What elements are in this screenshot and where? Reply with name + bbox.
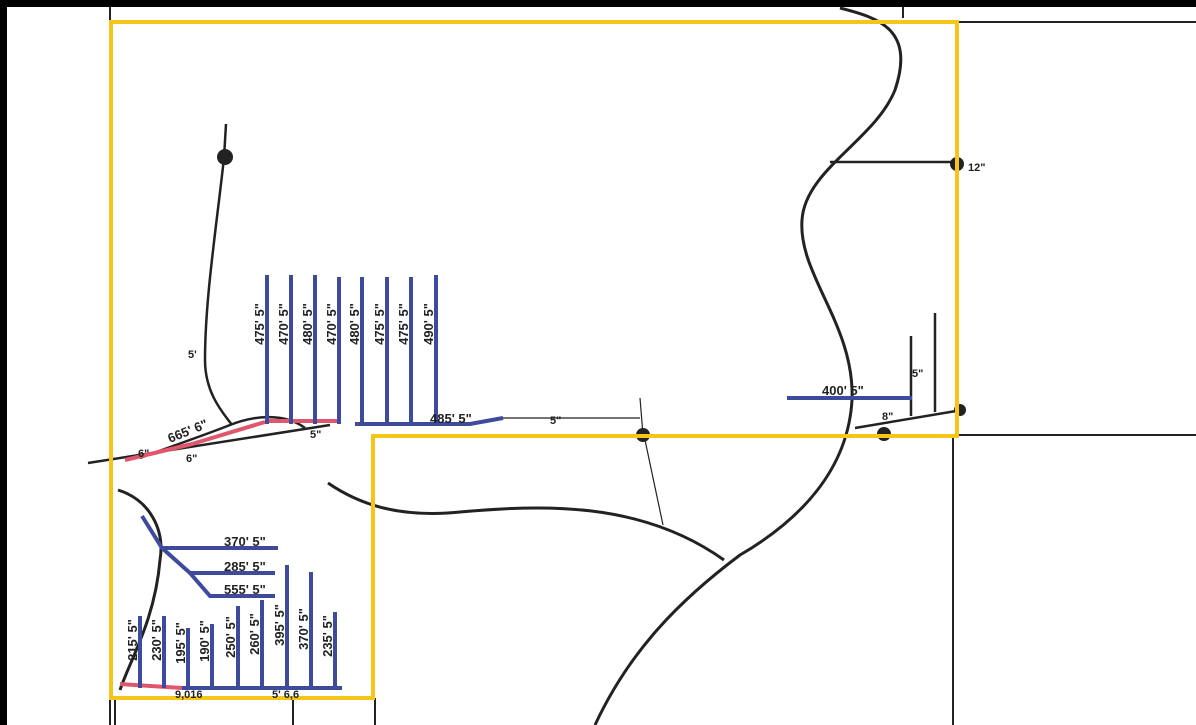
lower-red-label: 9,016 bbox=[175, 689, 203, 701]
upper-lateral-label: 490' 5" bbox=[421, 303, 436, 345]
creek-main bbox=[593, 7, 903, 725]
red-segment-south bbox=[119, 682, 183, 690]
road-size-label: 5" bbox=[550, 415, 561, 427]
upper-lateral-label: 475' 5" bbox=[396, 303, 411, 345]
north-east-size-label: 12" bbox=[968, 162, 985, 174]
thin-lines bbox=[500, 397, 664, 526]
left-size-label-b: 6" bbox=[186, 453, 197, 465]
road-west bbox=[87, 423, 331, 465]
lower-main-label: 5' 6,6 bbox=[272, 689, 299, 701]
red-segment-west bbox=[124, 442, 193, 462]
upper-lateral-label: 480' 5" bbox=[300, 303, 315, 345]
junction-size-label: 5" bbox=[310, 429, 321, 441]
lower-lateral-label: 235' 5" bbox=[320, 615, 335, 657]
labels: 485' 5" 665' 6" 5" 5' 5" 6" 6" 400' 5" 5… bbox=[138, 162, 985, 701]
road-south-curve bbox=[327, 481, 725, 562]
lower-lateral-label: 250' 5" bbox=[223, 616, 238, 658]
north-line bbox=[203, 123, 234, 426]
nodes bbox=[217, 149, 966, 442]
lower-lateral-labels: 215' 5" 230' 5" 195' 5" 190' 5" 250' 5" 260' … bbox=[125, 604, 335, 664]
upper-lateral-label: 475' 5" bbox=[372, 303, 387, 345]
upper-lateral-labels: 475' 5" 470' 5" 480' 5" 470' 5" 480' 5" 475' … bbox=[252, 303, 436, 345]
map-sheet: 475' 5" 470' 5" 480' 5" 470' 5" 480' 5" 475' … bbox=[7, 7, 1196, 725]
project-boundary bbox=[109, 20, 959, 700]
upper-lateral-label: 470' 5" bbox=[276, 303, 291, 345]
red-lines bbox=[119, 419, 340, 690]
upper-lateral-label: 475' 5" bbox=[252, 303, 267, 345]
creek-lines bbox=[117, 7, 903, 725]
road-east bbox=[854, 408, 963, 430]
east-lateral-label: 400' 5" bbox=[822, 383, 864, 398]
lower-lateral-label: 190' 5" bbox=[197, 620, 212, 662]
lower-lateral-label: 370' 5" bbox=[296, 608, 311, 650]
upper-lines bbox=[87, 123, 963, 465]
lower-lateral-label: 230' 5" bbox=[149, 619, 164, 661]
north-size-label: 5' bbox=[188, 349, 197, 361]
upper-lateral-lines bbox=[265, 275, 438, 424]
left-curve bbox=[139, 415, 306, 460]
red-segment-mid bbox=[191, 420, 266, 446]
east-stub-size-label: 5" bbox=[912, 368, 923, 380]
lower-lateral-lines bbox=[138, 565, 337, 688]
utility-map: 475' 5" 470' 5" 480' 5" 470' 5" 480' 5" 475' … bbox=[87, 7, 1196, 725]
upper-main-line bbox=[355, 416, 504, 426]
lower-stub-label-1: 370' 5" bbox=[224, 534, 266, 549]
node-north bbox=[217, 149, 233, 165]
lower-stub-3 bbox=[188, 571, 275, 598]
upper-lateral-label: 480' 5" bbox=[347, 303, 362, 345]
upper-main-label: 485' 5" bbox=[430, 411, 472, 426]
blue-mains bbox=[140, 396, 912, 690]
lower-lateral-label: 215' 5" bbox=[125, 619, 140, 661]
connector-south bbox=[644, 439, 664, 526]
east-road-size-label: 8" bbox=[882, 411, 893, 423]
sw-curve bbox=[117, 488, 163, 691]
lower-stub-label-2: 285' 5" bbox=[224, 559, 266, 574]
lower-stub-label-3: 555' 5" bbox=[224, 582, 266, 597]
lower-lateral-label: 395' 5" bbox=[272, 604, 287, 646]
left-size-label-a: 6" bbox=[138, 448, 149, 460]
upper-lateral-label: 470' 5" bbox=[324, 303, 339, 345]
lower-lateral-label: 195' 5" bbox=[173, 622, 188, 664]
lower-lateral-label: 260' 5" bbox=[247, 613, 262, 655]
